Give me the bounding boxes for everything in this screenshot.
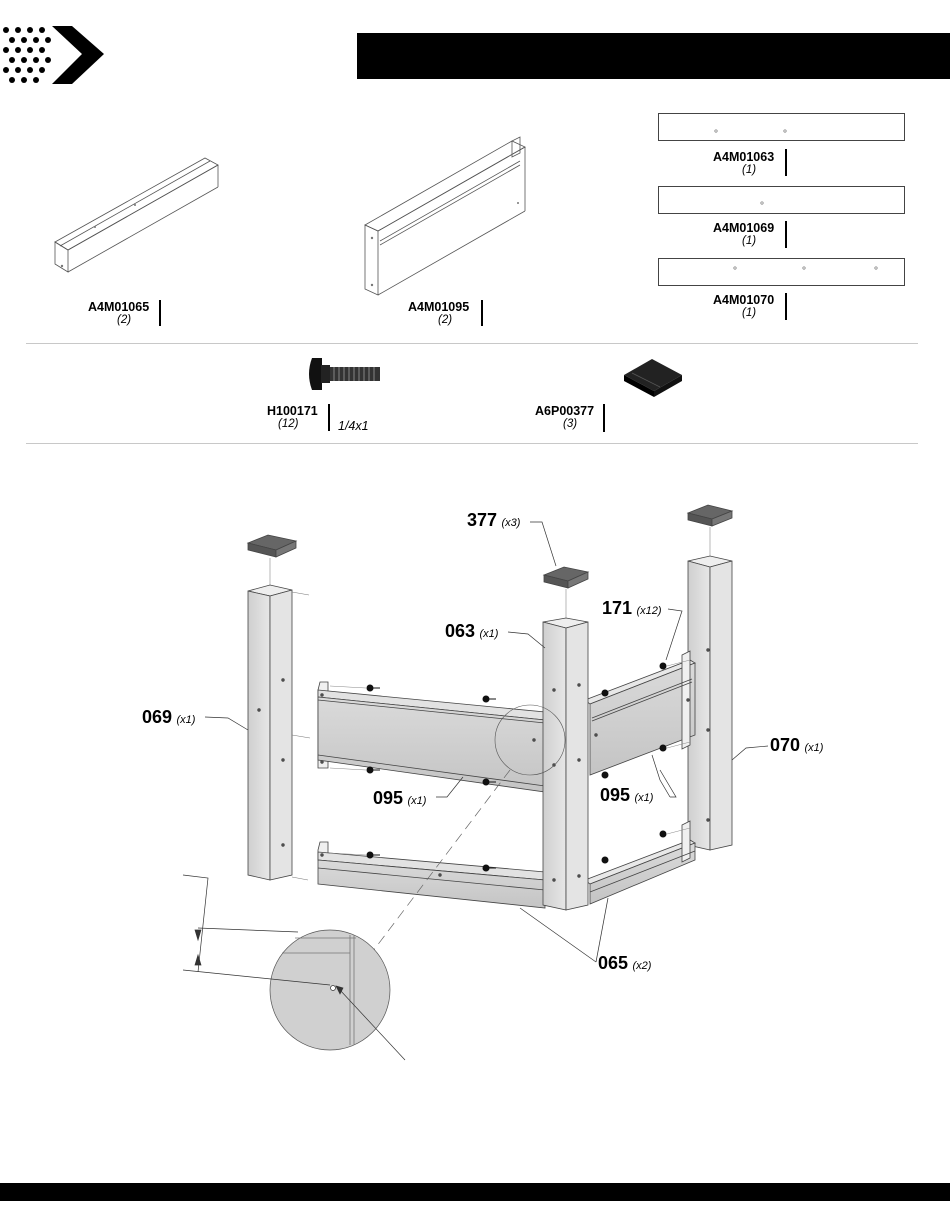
callout-065: 065 (x2) bbox=[598, 953, 651, 974]
callout-number: 069 bbox=[142, 707, 172, 727]
callout-number: 171 bbox=[602, 598, 632, 618]
callout-number: 070 bbox=[770, 735, 800, 755]
callout-number: 065 bbox=[598, 953, 628, 973]
callout-qty: (x12) bbox=[637, 605, 662, 617]
leg-063 bbox=[543, 618, 588, 910]
callout-070: 070 (x1) bbox=[770, 735, 823, 756]
callout-number: 063 bbox=[445, 621, 475, 641]
end-cap-right bbox=[688, 505, 732, 526]
end-cap-middle bbox=[544, 567, 588, 588]
footer-bar bbox=[0, 1183, 950, 1201]
detail-magnified-view bbox=[270, 930, 390, 1050]
callout-095-side: 095 (x1) bbox=[600, 785, 653, 806]
rail-095-front bbox=[318, 682, 545, 792]
rail-095-right bbox=[585, 651, 695, 775]
callout-number: 377 bbox=[467, 510, 497, 530]
callout-095-front: 095 (x1) bbox=[373, 788, 426, 809]
end-cap-left bbox=[248, 535, 296, 557]
callout-qty: (x1) bbox=[480, 628, 499, 640]
callout-qty: (x1) bbox=[408, 795, 427, 807]
rail-065-right bbox=[585, 821, 695, 904]
callout-qty: (x2) bbox=[633, 960, 652, 972]
callout-qty: (x1) bbox=[635, 792, 654, 804]
callout-qty: (x1) bbox=[805, 742, 824, 754]
callout-171: 171 (x12) bbox=[602, 598, 662, 619]
callout-qty: (x1) bbox=[177, 714, 196, 726]
callout-377: 377 (x3) bbox=[467, 510, 520, 531]
rail-065-front bbox=[318, 842, 545, 908]
callout-number: 095 bbox=[373, 788, 403, 808]
callout-number: 095 bbox=[600, 785, 630, 805]
leg-069 bbox=[248, 585, 292, 880]
callout-063: 063 (x1) bbox=[445, 621, 498, 642]
callout-069: 069 (x1) bbox=[142, 707, 195, 728]
callout-qty: (x3) bbox=[502, 517, 521, 529]
